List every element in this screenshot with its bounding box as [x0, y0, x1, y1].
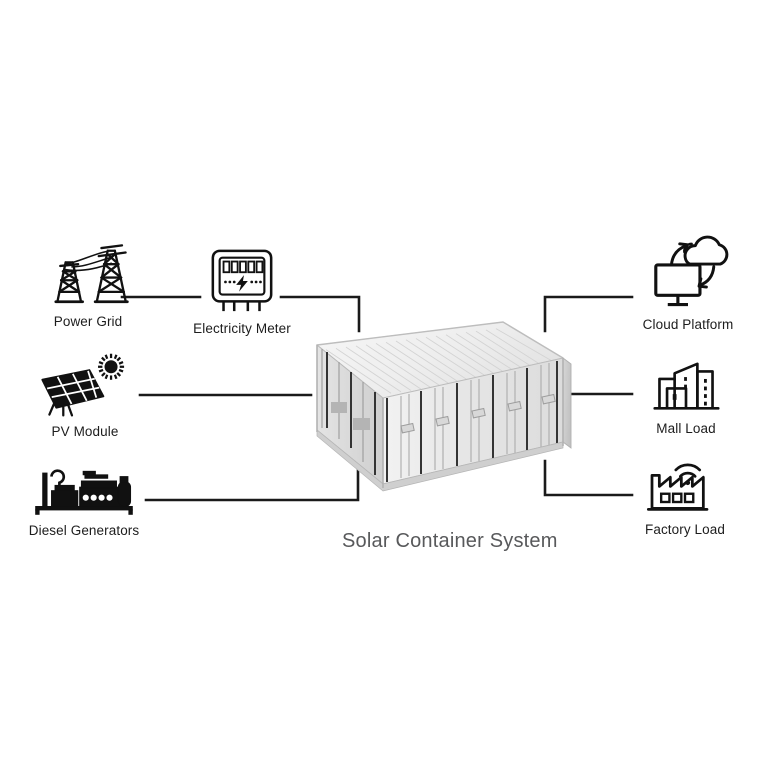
node-label-factory-load: Factory Load	[645, 522, 725, 537]
node-mall-load[interactable]: Mall Load	[638, 360, 734, 436]
factory-icon	[646, 474, 709, 511]
node-power-grid[interactable]: Power Grid	[38, 240, 138, 329]
sun-icon	[98, 353, 125, 380]
container-door-panels	[321, 349, 558, 482]
node-electricity-meter[interactable]: Electricity Meter	[188, 245, 296, 336]
cloud-monitor-icon	[642, 230, 734, 311]
node-diesel-generators[interactable]: Diesel Generators	[22, 466, 146, 538]
node-label-cloud-platform: Cloud Platform	[642, 317, 734, 332]
node-label-mall-load: Mall Load	[656, 421, 716, 436]
transmission-tower-icon	[45, 240, 131, 308]
node-label-power-grid: Power Grid	[53, 314, 123, 329]
node-label-diesel-generators: Diesel Generators	[28, 523, 140, 538]
container-right-end	[562, 357, 572, 449]
node-label-pv-module: PV Module	[51, 424, 119, 439]
solar-container-system-graphic	[305, 318, 575, 503]
solar-panel-sun-icon	[37, 352, 133, 418]
monitor-icon	[654, 263, 702, 307]
node-factory-load[interactable]: Factory Load	[630, 455, 740, 537]
city-buildings-icon	[650, 360, 722, 415]
node-cloud-platform[interactable]: Cloud Platform	[634, 230, 742, 332]
container-roof	[316, 321, 565, 399]
factory-wifi-icon	[641, 455, 729, 516]
solar-panel-icon	[41, 369, 105, 417]
generator-icon	[32, 466, 136, 517]
arrow-up-icon	[669, 242, 689, 267]
page-title: Solar Container System	[342, 530, 558, 552]
node-label-electricity-meter: Electricity Meter	[193, 321, 291, 336]
node-pv-module[interactable]: PV Module	[30, 352, 140, 439]
cloud-icon	[683, 235, 729, 266]
container-corner-posts	[316, 345, 564, 488]
electricity-meter-icon	[205, 245, 279, 315]
